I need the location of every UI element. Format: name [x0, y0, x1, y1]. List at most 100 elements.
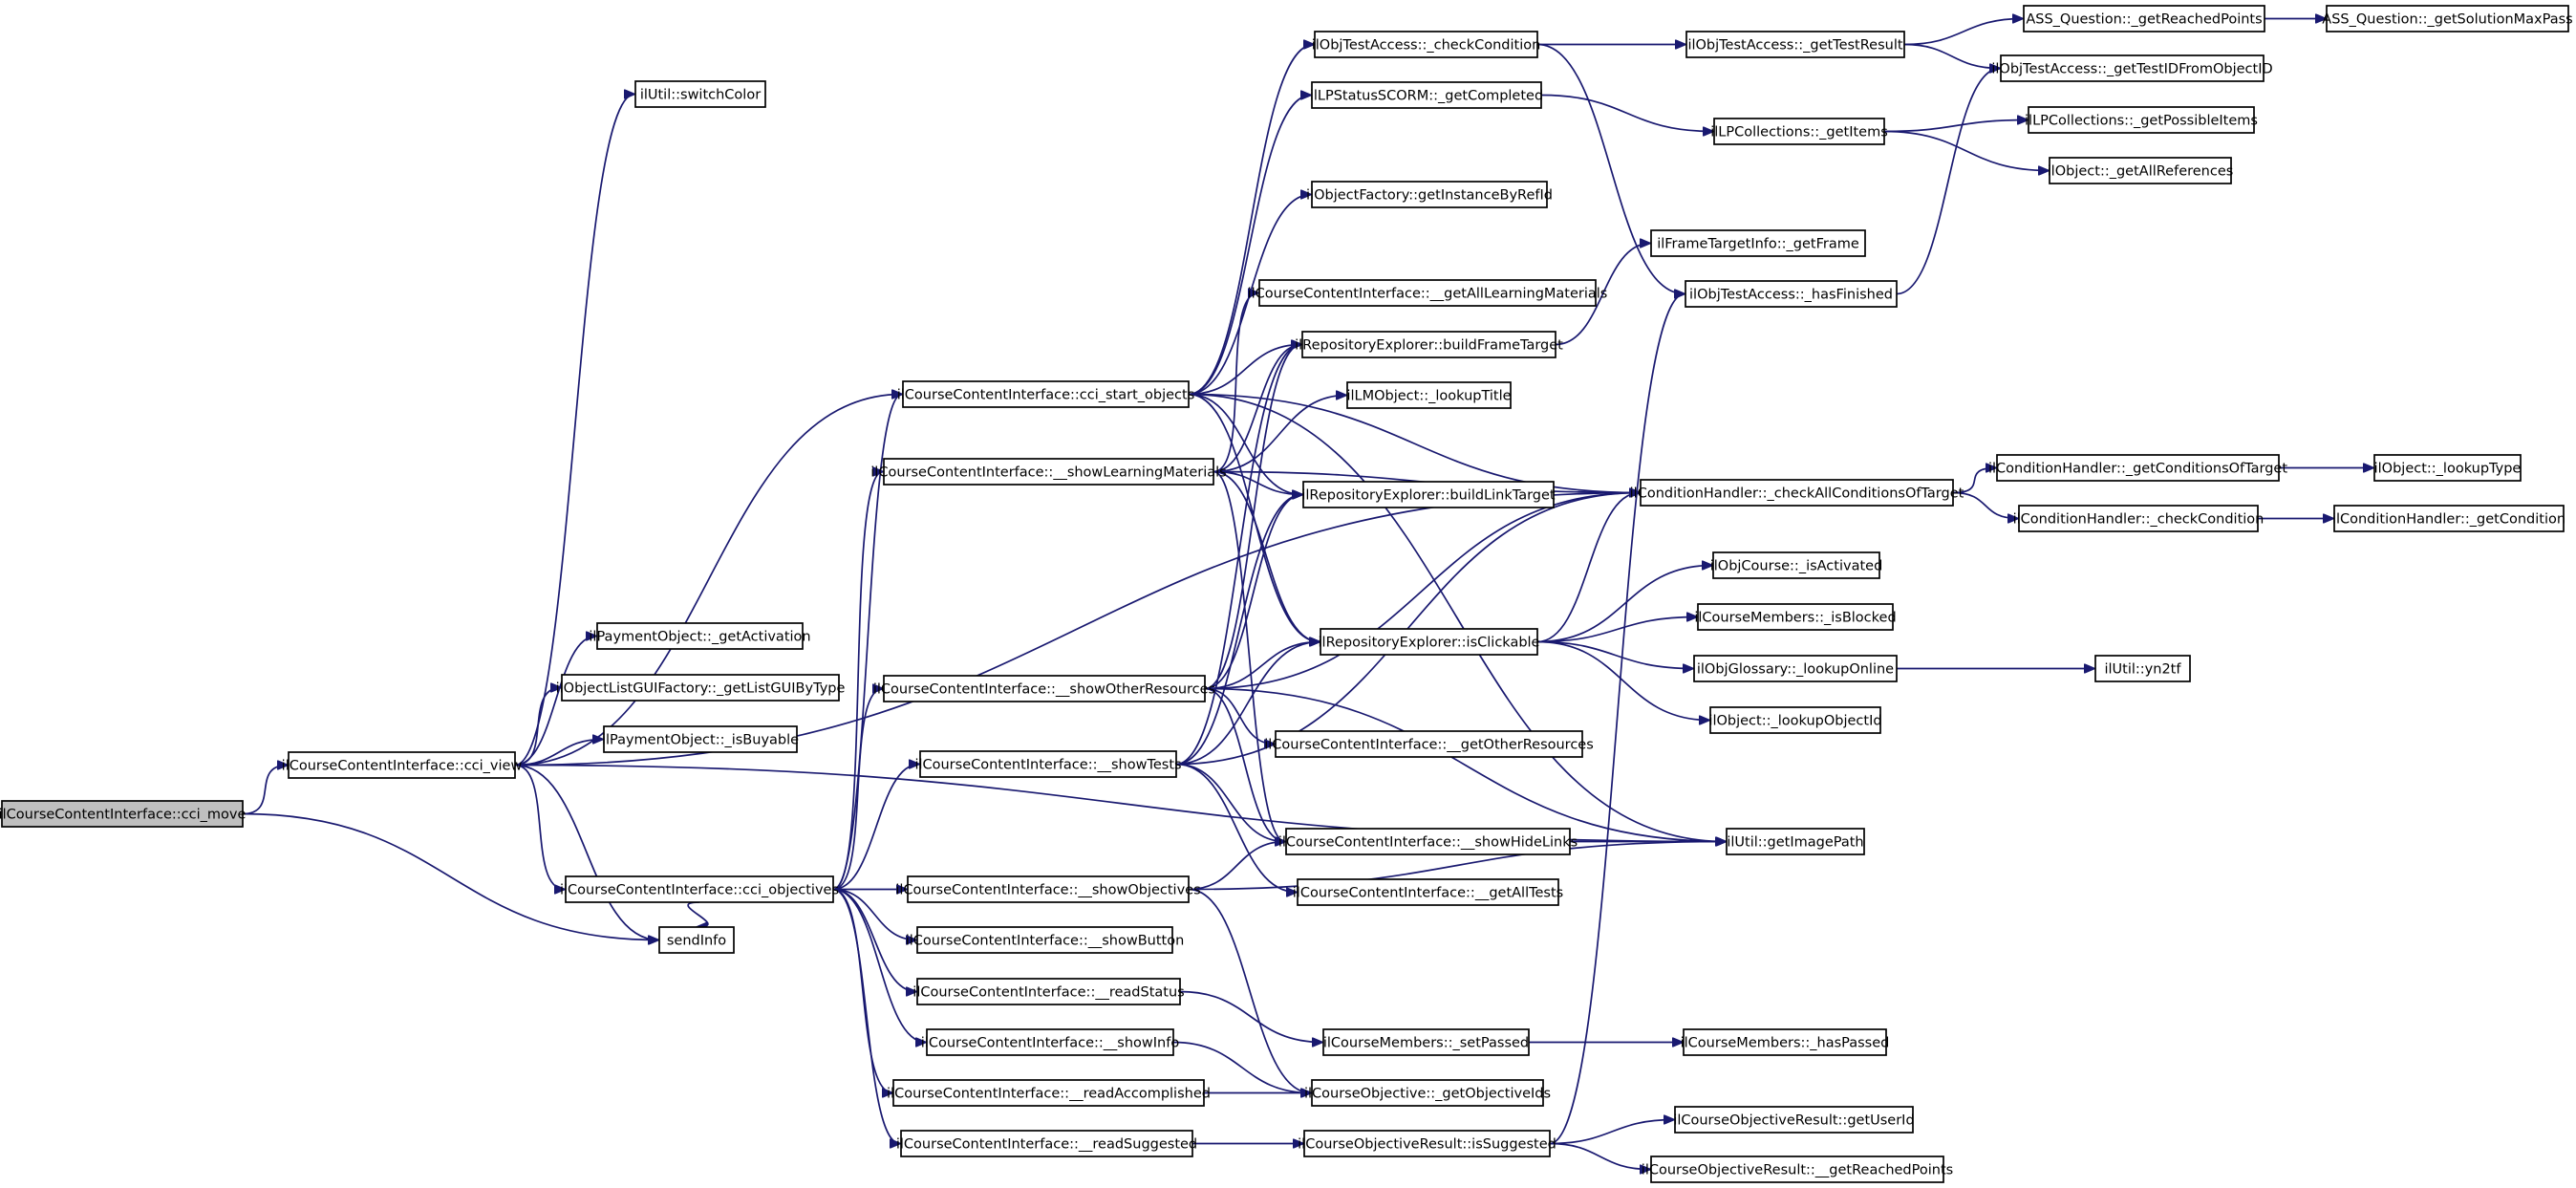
node-box-getAllTests[interactable]: [1297, 878, 1559, 906]
node-box-checkConditionCH[interactable]: [2018, 505, 2259, 532]
node-switchColor[interactable]: ilUtil::switchColor: [634, 80, 766, 108]
node-box-switchColor[interactable]: [634, 80, 766, 108]
node-box-checkAllConditionsOfTarget[interactable]: [1640, 479, 1954, 507]
node-box-getCondition[interactable]: [2333, 505, 2565, 532]
node-showOtherResources[interactable]: ilCourseContentInterface::__showOtherRes…: [873, 675, 1215, 702]
node-getFrame[interactable]: ilFrameTargetInfo::_getFrame: [1650, 229, 1866, 257]
node-getPossibleItems[interactable]: ilLPCollections::_getPossibleItems: [2025, 106, 2258, 134]
node-showObjectives[interactable]: ilCourseContentInterface::__showObjectiv…: [895, 875, 1201, 903]
node-box-lookupType[interactable]: [2373, 454, 2522, 482]
node-getTestResult[interactable]: ilObjTestAccess::_getTestResult: [1685, 31, 1905, 58]
node-getUserId[interactable]: ilCourseObjectiveResult::getUserId: [1673, 1106, 1915, 1134]
node-cci_move[interactable]: ilCourseContentInterface::cci_move: [0, 800, 246, 828]
node-readStatus[interactable]: ilCourseContentInterface::__readStatus: [912, 978, 1185, 1005]
node-lookupObjectId[interactable]: ilObject::_lookupObjectId: [1708, 706, 1882, 734]
node-box-getAllReferences[interactable]: [2049, 157, 2232, 184]
node-box-showLearningMaterials[interactable]: [883, 458, 1214, 486]
node-buildLinkTarget[interactable]: ilRepositoryExplorer::buildLinkTarget: [1301, 481, 1556, 508]
node-showLearningMaterials[interactable]: ilCourseContentInterface::__showLearning…: [870, 458, 1227, 486]
node-box-getListGUIByType[interactable]: [561, 674, 840, 702]
node-getAllTests[interactable]: ilCourseContentInterface::__getAllTests: [1293, 878, 1563, 906]
node-getAllLearningMaterials[interactable]: ilCourseContentInterface::__getAllLearni…: [1248, 279, 1608, 307]
node-box-cci_view[interactable]: [288, 751, 516, 779]
node-box-getAllLearningMaterials[interactable]: [1258, 279, 1597, 307]
node-showTests[interactable]: ilCourseContentInterface::__showTests: [914, 750, 1182, 778]
node-box-getItems[interactable]: [1713, 118, 1885, 145]
node-lookupType[interactable]: ilObject::_lookupType: [2373, 454, 2522, 482]
node-getAllReferences[interactable]: ilObject::_getAllReferences: [2048, 157, 2234, 184]
node-box-checkCondition[interactable]: [1314, 31, 1538, 58]
node-box-showOtherResources[interactable]: [883, 675, 1206, 702]
node-checkAllConditionsOfTarget[interactable]: ilConditionHandler::_checkAllConditionsO…: [1630, 479, 1964, 507]
node-lookupTitle[interactable]: ilLMObject::_lookupTitle: [1346, 381, 1512, 409]
node-box-setPassed[interactable]: [1322, 1028, 1530, 1056]
node-box-isBlocked[interactable]: [1697, 603, 1894, 631]
node-box-getReachedPointsCOR[interactable]: [1650, 1156, 1944, 1183]
node-checkCondition[interactable]: ilObjTestAccess::_checkCondition: [1312, 31, 1541, 58]
node-getActivation[interactable]: ilPaymentObject::_getActivation: [589, 622, 811, 650]
node-getOtherResources[interactable]: ilCourseContentInterface::__getOtherReso…: [1264, 730, 1594, 758]
node-box-showTests[interactable]: [919, 750, 1177, 778]
node-lookupOnline[interactable]: ilObjGlossary::_lookupOnline: [1693, 655, 1898, 682]
node-isActivated[interactable]: ilObjCourse::_isActivated: [1710, 551, 1883, 579]
node-readSuggested[interactable]: ilCourseContentInterface::__readSuggeste…: [896, 1130, 1197, 1157]
node-box-showInfo[interactable]: [926, 1028, 1174, 1056]
node-cci_objectives[interactable]: ilCourseContentInterface::cci_objectives: [560, 875, 839, 903]
node-box-showHideLinks[interactable]: [1285, 828, 1571, 855]
node-setPassed[interactable]: ilCourseMembers::_setPassed: [1322, 1028, 1530, 1056]
node-getImagePath[interactable]: ilUtil::getImagePath: [1726, 828, 1865, 855]
node-showHideLinks[interactable]: ilCourseContentInterface::__showHideLink…: [1278, 828, 1578, 855]
node-getReachedPointsCOR[interactable]: ilCourseObjectiveResult::__getReachedPoi…: [1642, 1156, 1953, 1183]
node-box-showObjectives[interactable]: [907, 875, 1190, 903]
node-box-getFrame[interactable]: [1650, 229, 1866, 257]
node-getObjectiveIds[interactable]: ilCourseObjective::_getObjectiveIds: [1304, 1079, 1551, 1107]
node-box-sendInfo[interactable]: [658, 926, 735, 954]
node-box-getPossibleItems[interactable]: [2028, 106, 2255, 134]
node-box-isClickable[interactable]: [1320, 628, 1538, 656]
node-getListGUIByType[interactable]: ilObjectListGUIFactory::_getListGUIByTyp…: [556, 674, 846, 702]
node-cci_start_objects[interactable]: ilCourseContentInterface::cci_start_obje…: [897, 380, 1195, 408]
node-getConditionsOfTarget[interactable]: ilConditionHandler::_getConditionsOfTarg…: [1988, 454, 2287, 482]
node-box-getUserId[interactable]: [1674, 1106, 1914, 1134]
node-buildFrameTarget[interactable]: ilRepositoryExplorer::buildFrameTarget: [1295, 331, 1563, 358]
node-box-hasFinished[interactable]: [1685, 280, 1898, 308]
node-hasFinished[interactable]: ilObjTestAccess::_hasFinished: [1685, 280, 1898, 308]
node-readAccomplished[interactable]: ilCourseContentInterface::__readAccompli…: [887, 1079, 1211, 1107]
node-box-readAccomplished[interactable]: [892, 1079, 1205, 1107]
node-getCompleted[interactable]: ilLPStatusSCORM::_getCompleted: [1310, 81, 1543, 109]
node-box-readSuggested[interactable]: [900, 1130, 1193, 1157]
node-box-getInstanceByRefId[interactable]: [1311, 181, 1548, 208]
node-box-showButton[interactable]: [916, 926, 1173, 954]
node-box-isBuyable[interactable]: [603, 725, 798, 753]
node-getInstanceByRefId[interactable]: ilObjectFactory::getInstanceByRefId: [1306, 181, 1553, 208]
node-hasPassed[interactable]: ilCourseMembers::_hasPassed: [1681, 1028, 1890, 1056]
node-box-lookupTitle[interactable]: [1346, 381, 1512, 409]
node-box-getActivation[interactable]: [596, 622, 804, 650]
node-box-readStatus[interactable]: [916, 978, 1181, 1005]
node-box-buildLinkTarget[interactable]: [1302, 481, 1555, 508]
node-sendInfo[interactable]: sendInfo: [658, 926, 735, 954]
node-showButton[interactable]: ilCourseContentInterface::__showButton: [906, 926, 1185, 954]
node-box-cci_start_objects[interactable]: [902, 380, 1190, 408]
node-cci_view[interactable]: ilCourseContentInterface::cci_view: [282, 751, 523, 779]
node-box-getImagePath[interactable]: [1726, 828, 1865, 855]
node-box-buildFrameTarget[interactable]: [1301, 331, 1556, 358]
node-isBuyable[interactable]: ilPaymentObject::_isBuyable: [602, 725, 799, 753]
node-getSolutionMaxPass[interactable]: ASS_Question::_getSolutionMaxPass: [2322, 5, 2573, 32]
node-isBlocked[interactable]: ilCourseMembers::_isBlocked: [1694, 603, 1897, 631]
node-isSuggested[interactable]: ilCourseObjectiveResult::isSuggested: [1298, 1130, 1556, 1157]
node-box-lookupObjectId[interactable]: [1709, 706, 1881, 734]
node-box-isActivated[interactable]: [1712, 551, 1880, 579]
node-box-getReachedPointsASS[interactable]: [2023, 5, 2265, 32]
node-box-isSuggested[interactable]: [1303, 1130, 1551, 1157]
node-box-hasPassed[interactable]: [1683, 1028, 1887, 1056]
node-box-lookupOnline[interactable]: [1693, 655, 1898, 682]
node-getItems[interactable]: ilLPCollections::_getItems: [1710, 118, 1888, 145]
node-box-getOtherResources[interactable]: [1275, 730, 1583, 758]
node-box-cci_objectives[interactable]: [565, 875, 834, 903]
node-box-getTestIDFromObjectID[interactable]: [2000, 54, 2265, 82]
node-getReachedPointsASS[interactable]: ASS_Question::_getReachedPoints: [2023, 5, 2265, 32]
node-box-yn2tf[interactable]: [2094, 655, 2191, 682]
node-box-getTestResult[interactable]: [1685, 31, 1905, 58]
node-box-cci_move[interactable]: [1, 800, 244, 828]
